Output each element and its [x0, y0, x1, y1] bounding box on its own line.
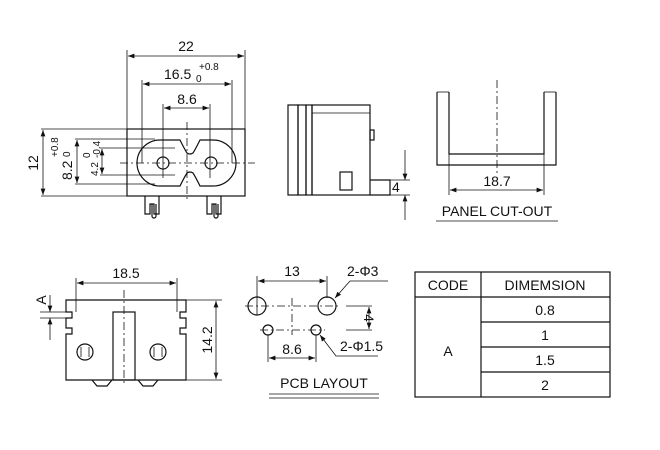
tol-upper: 0: [82, 152, 93, 158]
dim-a: A: [33, 295, 49, 305]
dim-16-5: 16.5: [164, 66, 191, 82]
table-header-code: CODE: [428, 277, 468, 293]
dim-14-2: 14.2: [199, 326, 215, 353]
tol-lower: -0.4: [92, 140, 103, 158]
table-cell-code: A: [443, 343, 453, 359]
tol-lower: 0: [196, 74, 202, 85]
dim-13: 13: [284, 263, 300, 279]
side-view: 4: [287, 104, 410, 220]
dimension-table: CODE DIMEMSION A 0.8 1 1.5 2: [414, 271, 611, 398]
pcb-layout-title: PCB LAYOUT: [280, 375, 368, 391]
dim-4-pcb: 4: [361, 314, 377, 322]
socket-outline: [136, 139, 237, 187]
front-view: 22 16.5 +0.8 0 8.6 12 8.2 +0.8 0 4.2 0 -…: [25, 38, 255, 219]
tol-upper: +0.8: [50, 137, 61, 157]
table-cell-value: 1: [541, 327, 549, 343]
dim-18-7: 18.7: [483, 173, 510, 189]
table-cell-value: 0.8: [535, 302, 555, 318]
table-cell-value: 1.5: [535, 352, 555, 368]
panel-cutout-title: PANEL CUT-OUT: [442, 203, 553, 219]
table-cell-value: 2: [541, 377, 549, 393]
dim-8-2: 8.2: [59, 160, 75, 180]
dim-4-2: 4.2: [90, 162, 101, 176]
dim-12: 12: [25, 155, 41, 171]
small-holes-label: 2-Φ1.5: [340, 338, 383, 354]
terminal-pin: [144, 196, 160, 219]
panel-cutout: 18.7 PANEL CUT-OUT: [436, 80, 558, 222]
tol-upper: +0.8: [199, 62, 219, 73]
dim-8-6: 8.6: [177, 91, 197, 107]
terminal-pin: [206, 196, 222, 219]
large-holes-label: 2-Φ3: [347, 263, 379, 279]
pcb-layout: 13 8.6 4 2-Φ3 2-Φ1.5 PCB LAYOUT: [245, 263, 388, 399]
dim-4-side: 4: [392, 179, 400, 195]
tol-lower: 0: [62, 151, 73, 157]
dim-22: 22: [178, 38, 194, 54]
table-header-dimension: DIMEMSION: [505, 277, 586, 293]
dim-8-6-pcb: 8.6: [282, 341, 302, 357]
dim-18-5: 18.5: [112, 265, 139, 281]
bottom-view: 18.5 14.2 A: [33, 265, 222, 387]
